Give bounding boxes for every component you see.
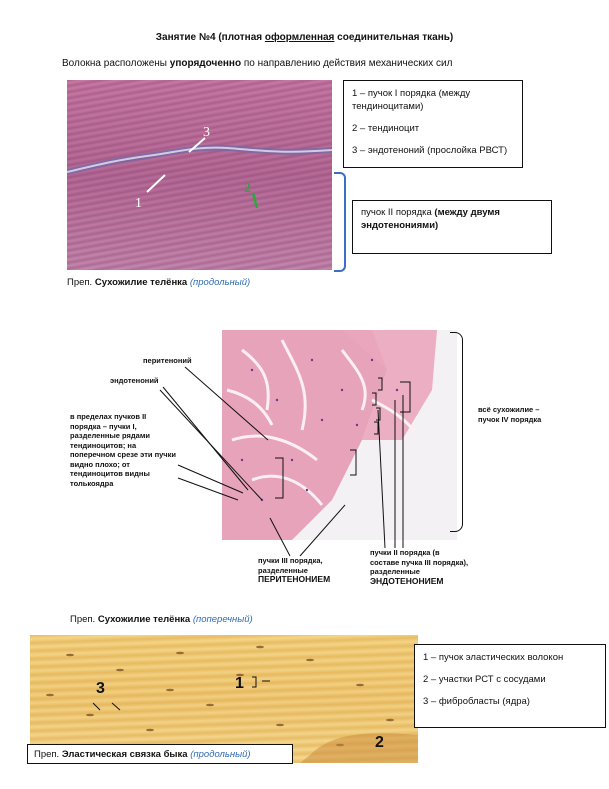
figure3-legend: 1 – пучок эластических волокон 2 – участ… [414, 644, 606, 728]
legend-item-2: 2 – участки РСТ с сосудами [423, 674, 546, 685]
caption-prefix: Преп. [34, 749, 62, 760]
legend-item-1: 1 – пучок эластических волокон [423, 652, 564, 663]
marker-3: 3 [96, 680, 105, 697]
fascicle-region [222, 330, 387, 540]
bundle-bracket [334, 172, 346, 272]
label-peritenonium: перитеноний [143, 356, 192, 365]
peritenonium-septa [226, 339, 419, 506]
caption-title: Сухожилие телёнка [97, 614, 191, 625]
label-within-bundles: в пределах пучков II порядка – пучки I, … [70, 412, 177, 488]
label-bundle3: пучки III порядка, разделенные ПЕРИТЕНОН… [258, 556, 348, 585]
title-underlined: оформленная [264, 32, 335, 43]
subtitle-bold: упорядоченно [169, 58, 242, 69]
title-text-end: соединительная ткань) [334, 32, 454, 43]
caption-prefix: Преп. [67, 277, 95, 288]
legend-item-3: 3 – эндотеноний (прослойка РВСТ) [352, 145, 508, 156]
subtitle-text: Волокна расположены [62, 58, 170, 69]
marker-1: 1 [235, 675, 244, 692]
bracket-bundle3 [275, 457, 284, 499]
caption-title: Эластическая связка быка [61, 749, 188, 760]
page-title: Занятие №4 (плотная оформленная соединит… [0, 32, 609, 43]
micrograph-overlay: 1 2 3 [67, 125, 332, 211]
bundle-label-box: пучок II порядка (между двумя эндотенони… [352, 200, 552, 254]
caption-title: Сухожилие телёнка [94, 277, 188, 288]
pointer-3 [188, 137, 206, 153]
label-bundle2-line: разделенные [370, 567, 420, 576]
label-bundle2-line: пучки II порядка (в [370, 548, 440, 557]
label-bundle3-line: ПЕРИТЕНОНИЕМ [258, 574, 331, 584]
label-bundle2-line: ЭНДОТЕНОНИЕМ [370, 575, 444, 586]
tendon-cross-section-micrograph [222, 330, 457, 540]
micrograph-overlay [222, 330, 457, 540]
figure3-caption: Преп. Эластическая связка быка (продольн… [27, 744, 293, 764]
caption-prefix: Преп. [70, 614, 98, 625]
label-bundle2: пучки II порядка (в составе пучка III по… [370, 548, 510, 586]
label-endotenonium: эндотеноний [110, 376, 159, 385]
legend-item-2: 2 – тендиноцит [352, 123, 420, 134]
fascicle-region [342, 330, 437, 440]
figure1-caption: Преп. Сухожилие телёнка (продольный) [67, 277, 250, 288]
label-whole-tendon: всё сухожилие – пучок IV порядка [478, 405, 542, 424]
caption-section: (продольный) [190, 749, 251, 760]
micrograph-overlay: 3 1 2 [46, 645, 418, 763]
label-bundle3-line: пучки III порядка, [258, 556, 323, 565]
pointer-2 [251, 192, 259, 209]
figure2-caption: Преп. Сухожилие телёнка (поперечный) [70, 614, 253, 625]
pointer-1 [146, 174, 166, 193]
label-bundle2-line: составе пучка III порядка), [370, 557, 469, 567]
legend-item-3: 3 – фибробласты (ядра) [423, 696, 530, 707]
marker-1: 1 [135, 196, 142, 211]
page-subtitle: Волокна расположены упорядоченно по напр… [62, 58, 452, 69]
caption-section: (поперечный) [192, 614, 253, 625]
title-text: Занятие №4 (плотная [155, 32, 265, 43]
legend-item-1: 1 – пучок I порядка (между тендиноцитами… [352, 88, 471, 112]
caption-section: (продольный) [189, 277, 251, 288]
figure1-legend: 1 – пучок I порядка (между тендиноцитами… [343, 80, 523, 168]
subtitle-text-end: по направлению действия механических сил [241, 58, 453, 69]
label-bundle3-line: разделенные [258, 565, 308, 575]
tendon-longitudinal-micrograph: 1 2 3 [67, 80, 332, 270]
loose-ct-region [300, 733, 418, 763]
marker-3: 3 [203, 125, 210, 140]
bundle-label: пучок II порядка [361, 207, 435, 218]
tendinocyte-nuclei [240, 358, 399, 502]
elastic-ligament-micrograph: 3 1 2 [30, 635, 418, 763]
bundle-label-bold: (между двумя эндотенониями) [361, 207, 500, 231]
marker-2: 2 [244, 181, 251, 196]
marker-2: 2 [375, 734, 384, 751]
whole-tendon-bracket [450, 332, 463, 532]
pointer-peritenonium [184, 366, 269, 441]
